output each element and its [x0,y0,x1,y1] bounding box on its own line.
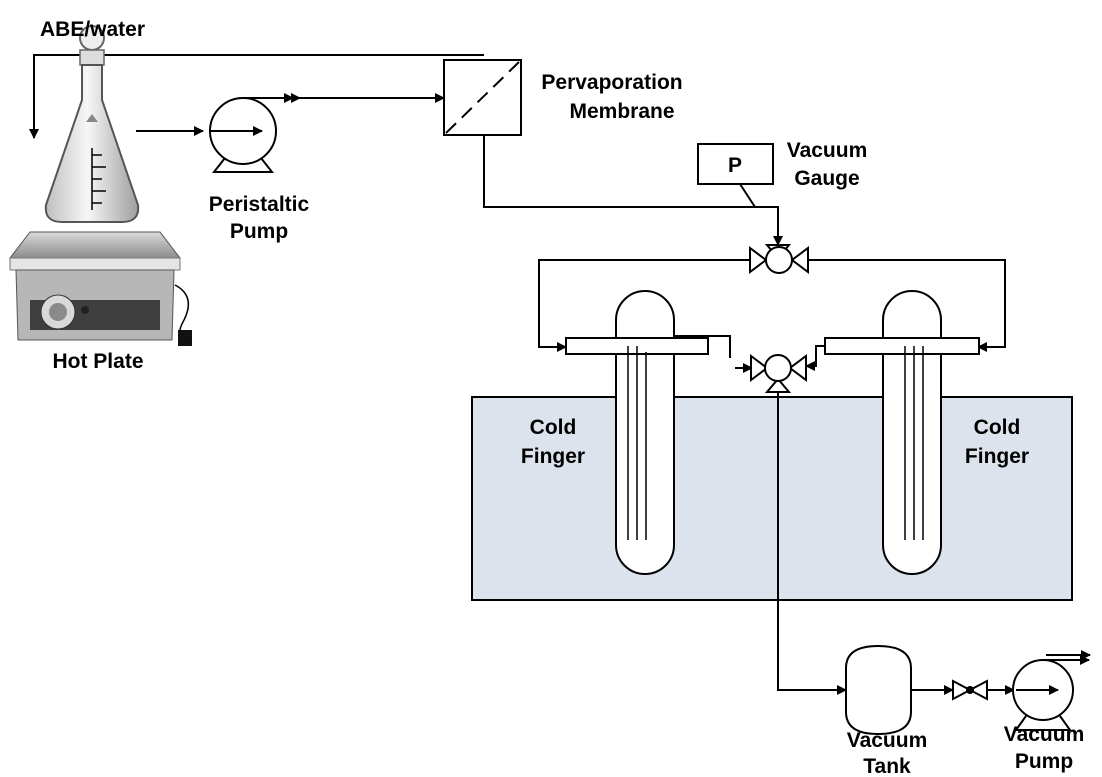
cold-finger-right-label-line2: Finger [965,445,1029,468]
gauge-connection-line [739,183,756,208]
cold-finger-left-label-line1: Cold [530,416,577,439]
vacuum-gauge [697,143,774,185]
right-finger-outlet [805,345,825,371]
peristaltic-pump-label-line2: Pump [230,220,288,243]
vacuum-tank [845,644,912,736]
vacuum-line-to-tank [777,392,847,695]
left-cold-finger [565,290,709,575]
gauge-symbol: P [728,154,742,177]
membrane-label-line1: Pervaporation [541,71,682,94]
vacuum-tank-label-line1: Vacuum [847,729,928,752]
upper-valve-left-branch [538,259,750,352]
pervaporation-membrane [443,59,522,136]
hot-plate [8,231,192,346]
permeate-line [483,135,783,246]
vacuum-pump-label-line2: Pump [1015,750,1073,773]
upper-valve-right-branch [808,259,1006,352]
upper-three-way-valve [749,244,809,274]
lower-three-way-valve [750,354,807,393]
cold-finger-left-label-line2: Finger [521,445,585,468]
peristaltic-pump-label-line1: Peristaltic [209,193,310,216]
cold-bath [471,396,1073,601]
cold-finger-right-label-line1: Cold [974,416,1021,439]
feed-label: ABE/water [40,18,145,41]
right-cold-finger [824,290,980,575]
feed-recycle-line [29,54,484,139]
gauge-label-line1: Vacuum [787,139,868,162]
vacuum-pump [1012,655,1090,731]
hot-plate-label: Hot Plate [52,350,143,373]
gauge-label-line2: Gauge [794,167,859,190]
vacuum-tank-label-line2: Tank [863,755,911,777]
vacuum-pump-label-line1: Vacuum [1004,723,1085,746]
membrane-label-line2: Membrane [569,100,674,123]
peristaltic-pump [209,93,298,173]
inline-valve [952,679,988,701]
erlenmeyer-flask [44,25,140,223]
